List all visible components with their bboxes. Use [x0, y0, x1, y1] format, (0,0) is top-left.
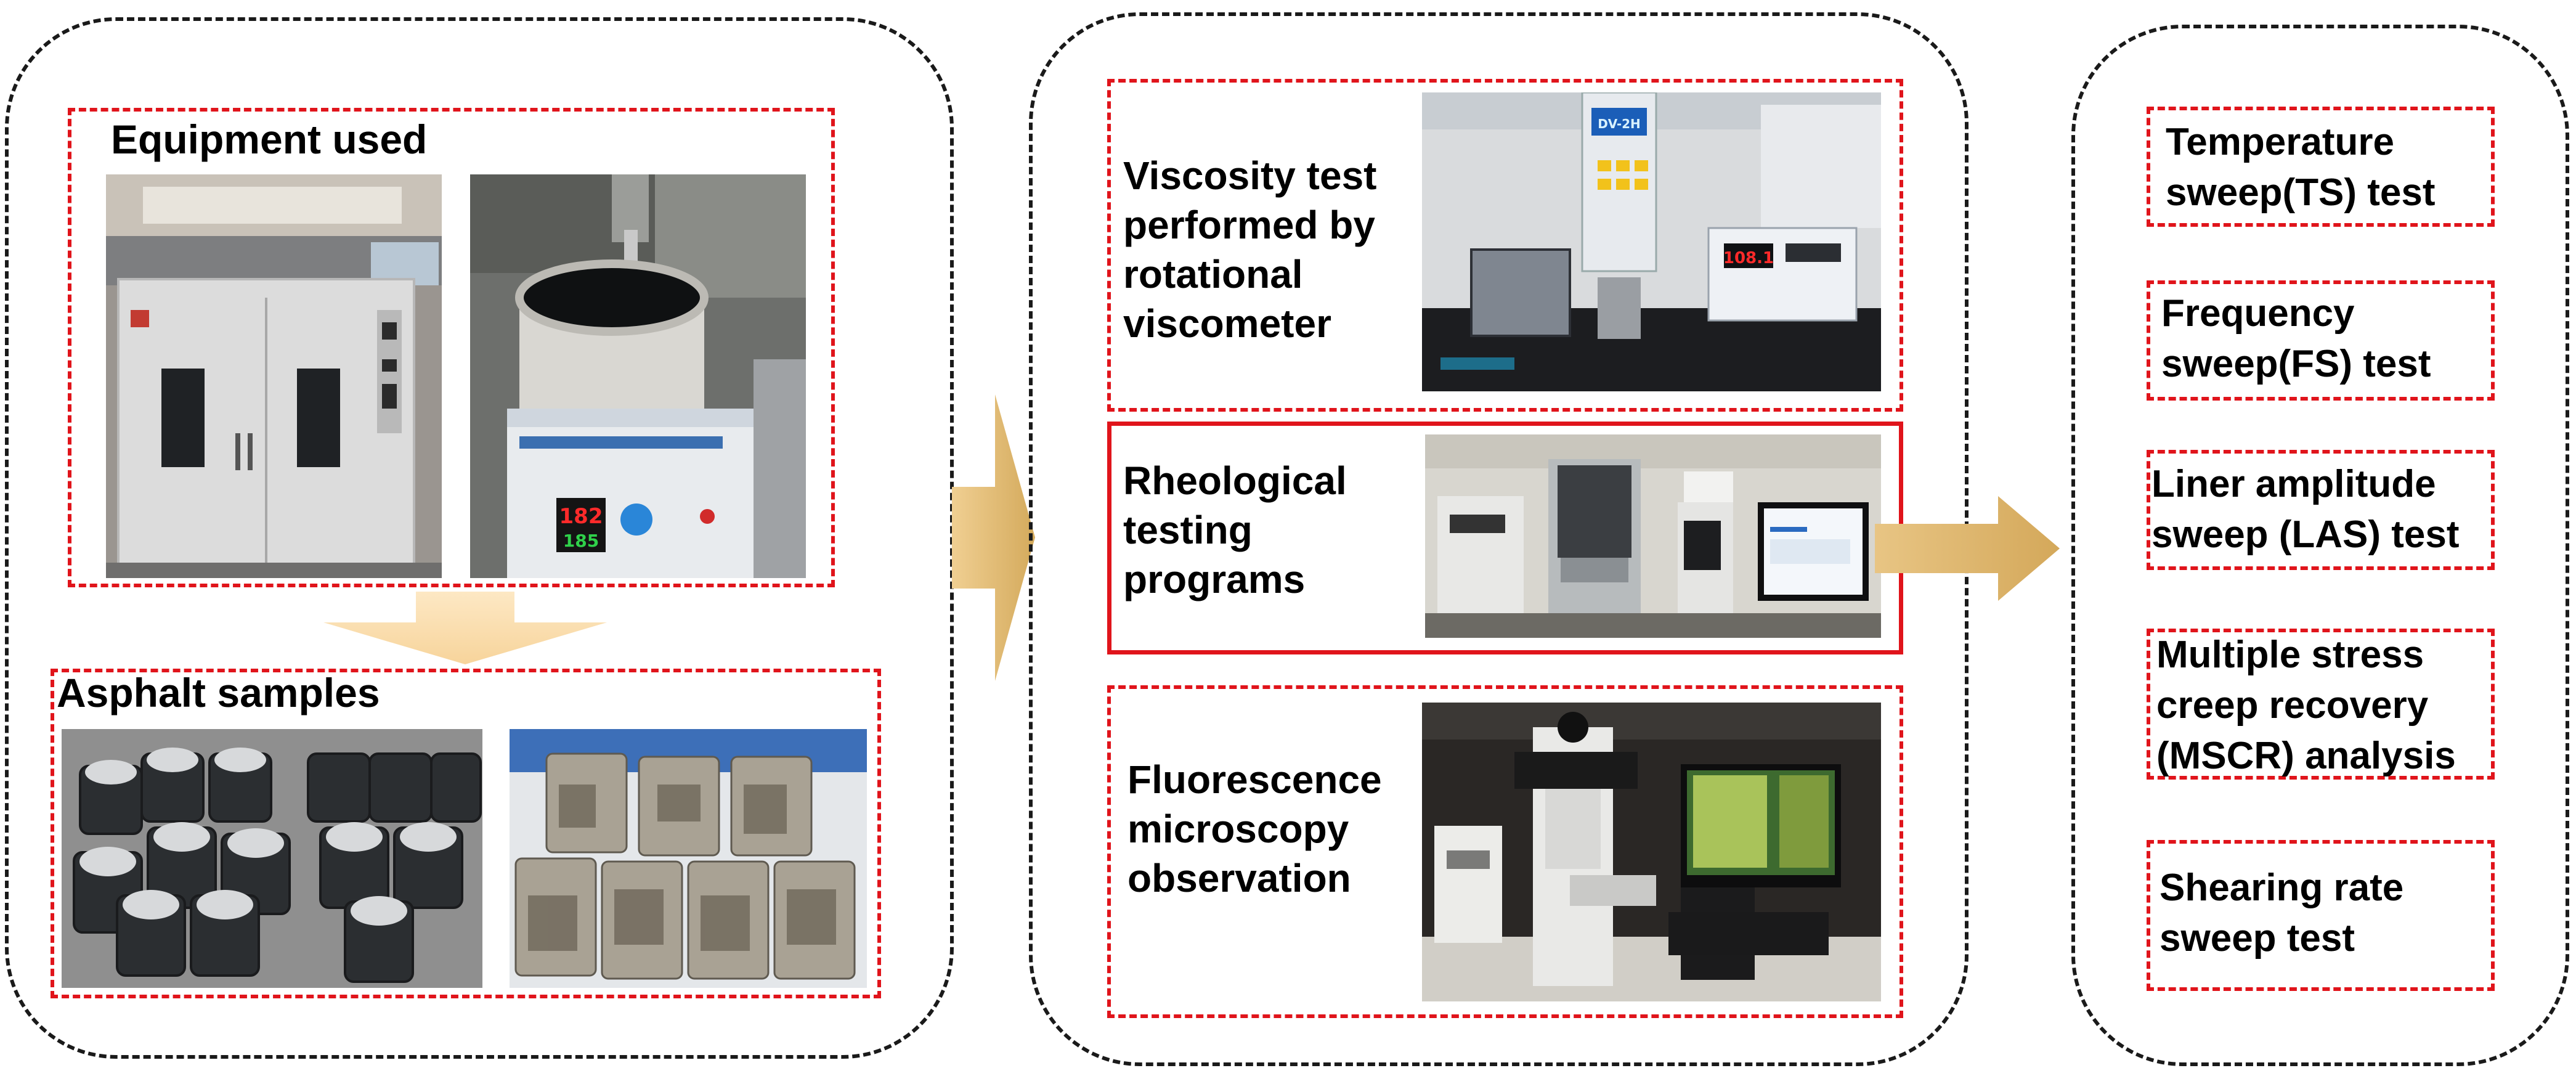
test-box-2	[2147, 280, 2495, 401]
viscosity-line-2: performed by	[1123, 203, 1375, 247]
asphalt-samples-box	[51, 669, 881, 998]
test-label-2: Frequency sweep(FS) test	[2161, 288, 2431, 389]
test-3-line-1: Liner amplitude	[2151, 463, 2436, 505]
rheometer-photo	[1425, 434, 1881, 638]
right-arrow-2	[1875, 496, 2060, 601]
fluorescence-line-3: observation	[1128, 856, 1351, 900]
test-5-line-2: sweep test	[2160, 916, 2355, 960]
test-box-4	[2147, 629, 2495, 780]
drying-oven-photo	[106, 174, 442, 578]
rheology-label: Rheological testing programs	[1123, 456, 1347, 604]
down-arrow	[323, 592, 607, 664]
viscometer-display: DV-2H	[1598, 116, 1641, 131]
black-asphalt-cans-photo	[62, 729, 482, 988]
fluorescence-line-2: microscopy	[1128, 807, 1349, 851]
viscosity-line-1: Viscosity test	[1123, 153, 1377, 198]
fluorescence-label: Fluorescence microscopy observation	[1128, 755, 1382, 903]
high-shear-mixer-photo: 182 185	[470, 174, 806, 578]
right-panel	[2071, 25, 2569, 1066]
test-1-line-1: Temperature	[2166, 121, 2394, 163]
fluorescence-box	[1107, 685, 1903, 1018]
mixer-display-bottom: 185	[563, 531, 599, 551]
right-arrow-1	[952, 394, 1035, 681]
test-label-3: Liner amplitude sweep (LAS) test	[2151, 459, 2460, 560]
test-4-line-2: creep recovery	[2156, 683, 2429, 727]
viscosity-label: Viscosity test performed by rotational v…	[1123, 151, 1376, 348]
equipment-box	[68, 108, 835, 587]
rheology-line-3: programs	[1123, 557, 1306, 601]
test-box-3	[2147, 450, 2495, 570]
viscosity-line-4: viscometer	[1123, 301, 1331, 346]
test-5-line-1: Shearing rate	[2160, 866, 2404, 909]
equipment-title: Equipment used	[111, 116, 428, 162]
silver-asphalt-cans-photo	[510, 729, 867, 988]
test-4-line-1: Multiple stress	[2156, 634, 2424, 676]
test-2-line-2: sweep(FS) test	[2161, 342, 2431, 385]
rotational-viscometer-photo: DV-2H 108.1	[1422, 92, 1881, 391]
asphalt-samples-title: Asphalt samples	[57, 670, 380, 715]
controller-display: 108.1	[1723, 249, 1774, 267]
rheology-line-2: testing	[1123, 508, 1253, 552]
test-box-5	[2147, 840, 2495, 991]
test-4-line-3: (MSCR) analysis	[2156, 734, 2456, 777]
test-label-5: Shearing rate sweep test	[2160, 863, 2403, 964]
mixer-display-top: 182	[559, 504, 603, 529]
test-label-1: Temperature sweep(TS) test	[2166, 117, 2436, 218]
test-box-1	[2147, 107, 2495, 227]
test-2-line-1: Frequency	[2161, 292, 2355, 335]
fluorescence-line-1: Fluorescence	[1128, 757, 1382, 802]
test-3-line-2: sweep (LAS) test	[2151, 513, 2460, 556]
test-label-4: Multiple stress creep recovery (MSCR) an…	[2156, 630, 2456, 781]
viscosity-line-3: rotational	[1123, 252, 1303, 296]
fluorescence-microscope-photo	[1422, 703, 1881, 1001]
rheology-line-1: Rheological	[1123, 459, 1347, 503]
viscosity-box	[1107, 79, 1903, 412]
test-1-line-2: sweep(TS) test	[2166, 171, 2436, 214]
